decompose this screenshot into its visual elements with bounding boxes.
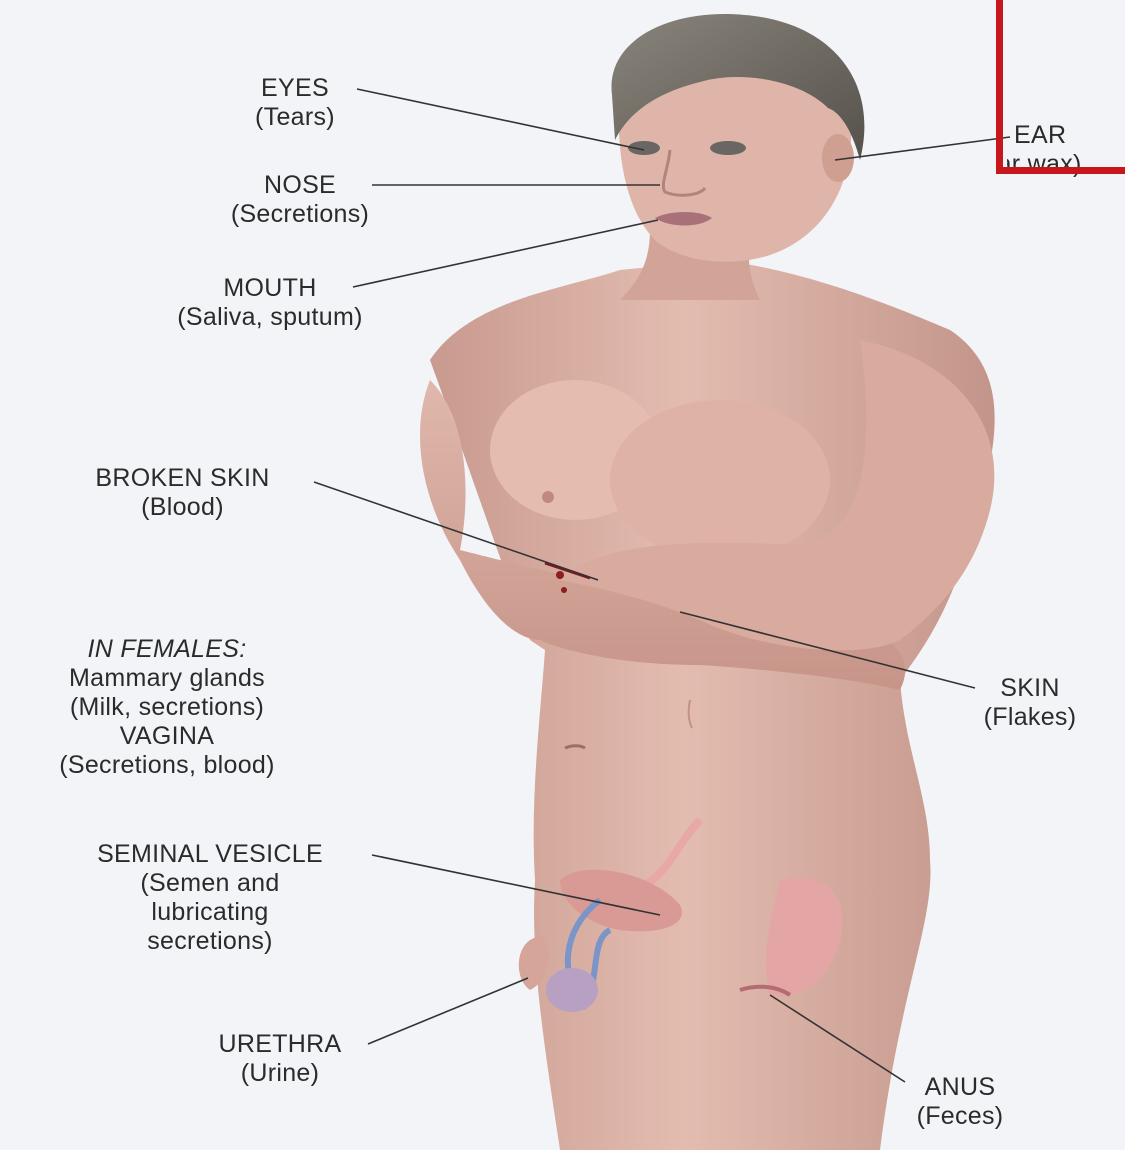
mouth-fluid: (Saliva, sputum)	[130, 303, 410, 332]
urethra-label: URETHRA (Urine)	[180, 1030, 380, 1088]
urethra-fluid: (Urine)	[180, 1059, 380, 1088]
females-heading: IN FEMALES:	[2, 635, 332, 664]
right-eye	[710, 141, 746, 155]
females-line1: Mammary glands	[2, 664, 332, 693]
skin-name: SKIN	[955, 674, 1105, 703]
eyes-label: EYES (Tears)	[230, 74, 360, 132]
anus-name: ANUS	[890, 1073, 1030, 1102]
nose-fluid: (Secretions)	[190, 200, 410, 229]
eyes-leader	[357, 89, 644, 150]
nose-name: NOSE	[190, 171, 410, 200]
eyes-fluid: (Tears)	[230, 103, 360, 132]
seminal-vesicle-label: SEMINAL VESICLE (Semen and lubricating s…	[35, 840, 385, 956]
nipple	[542, 491, 554, 503]
anus-label: ANUS (Feces)	[890, 1073, 1030, 1131]
seminal-vesicle-line1: (Semen and	[35, 869, 385, 898]
females-line2: (Milk, secretions)	[2, 693, 332, 722]
mouth-label: MOUTH (Saliva, sputum)	[130, 274, 410, 332]
females-line4: (Secretions, blood)	[2, 751, 332, 780]
seminal-vesicle-line3: secretions)	[35, 927, 385, 956]
skin-label: SKIN (Flakes)	[955, 674, 1105, 732]
eyes-name: EYES	[230, 74, 360, 103]
urethra-name: URETHRA	[180, 1030, 380, 1059]
broken-skin-label: BROKEN SKIN (Blood)	[40, 464, 325, 522]
females-label: IN FEMALES: Mammary glands (Milk, secret…	[2, 635, 332, 780]
seminal-vesicle-line2: lubricating	[35, 898, 385, 927]
nose-label: NOSE (Secretions)	[190, 171, 410, 229]
anus-fluid: (Feces)	[890, 1102, 1030, 1131]
seminal-vesicle-name: SEMINAL VESICLE	[35, 840, 385, 869]
blood-drop	[561, 587, 567, 593]
females-line3: VAGINA	[2, 722, 332, 751]
blood-drop	[556, 571, 564, 579]
urethra-leader	[368, 978, 528, 1044]
skin-fluid: (Flakes)	[955, 703, 1105, 732]
left-pec	[610, 400, 830, 560]
testis	[546, 968, 598, 1012]
mouth-name: MOUTH	[130, 274, 410, 303]
highlight-box	[996, 0, 1125, 174]
broken-skin-name: BROKEN SKIN	[40, 464, 325, 493]
broken-skin-fluid: (Blood)	[40, 493, 325, 522]
